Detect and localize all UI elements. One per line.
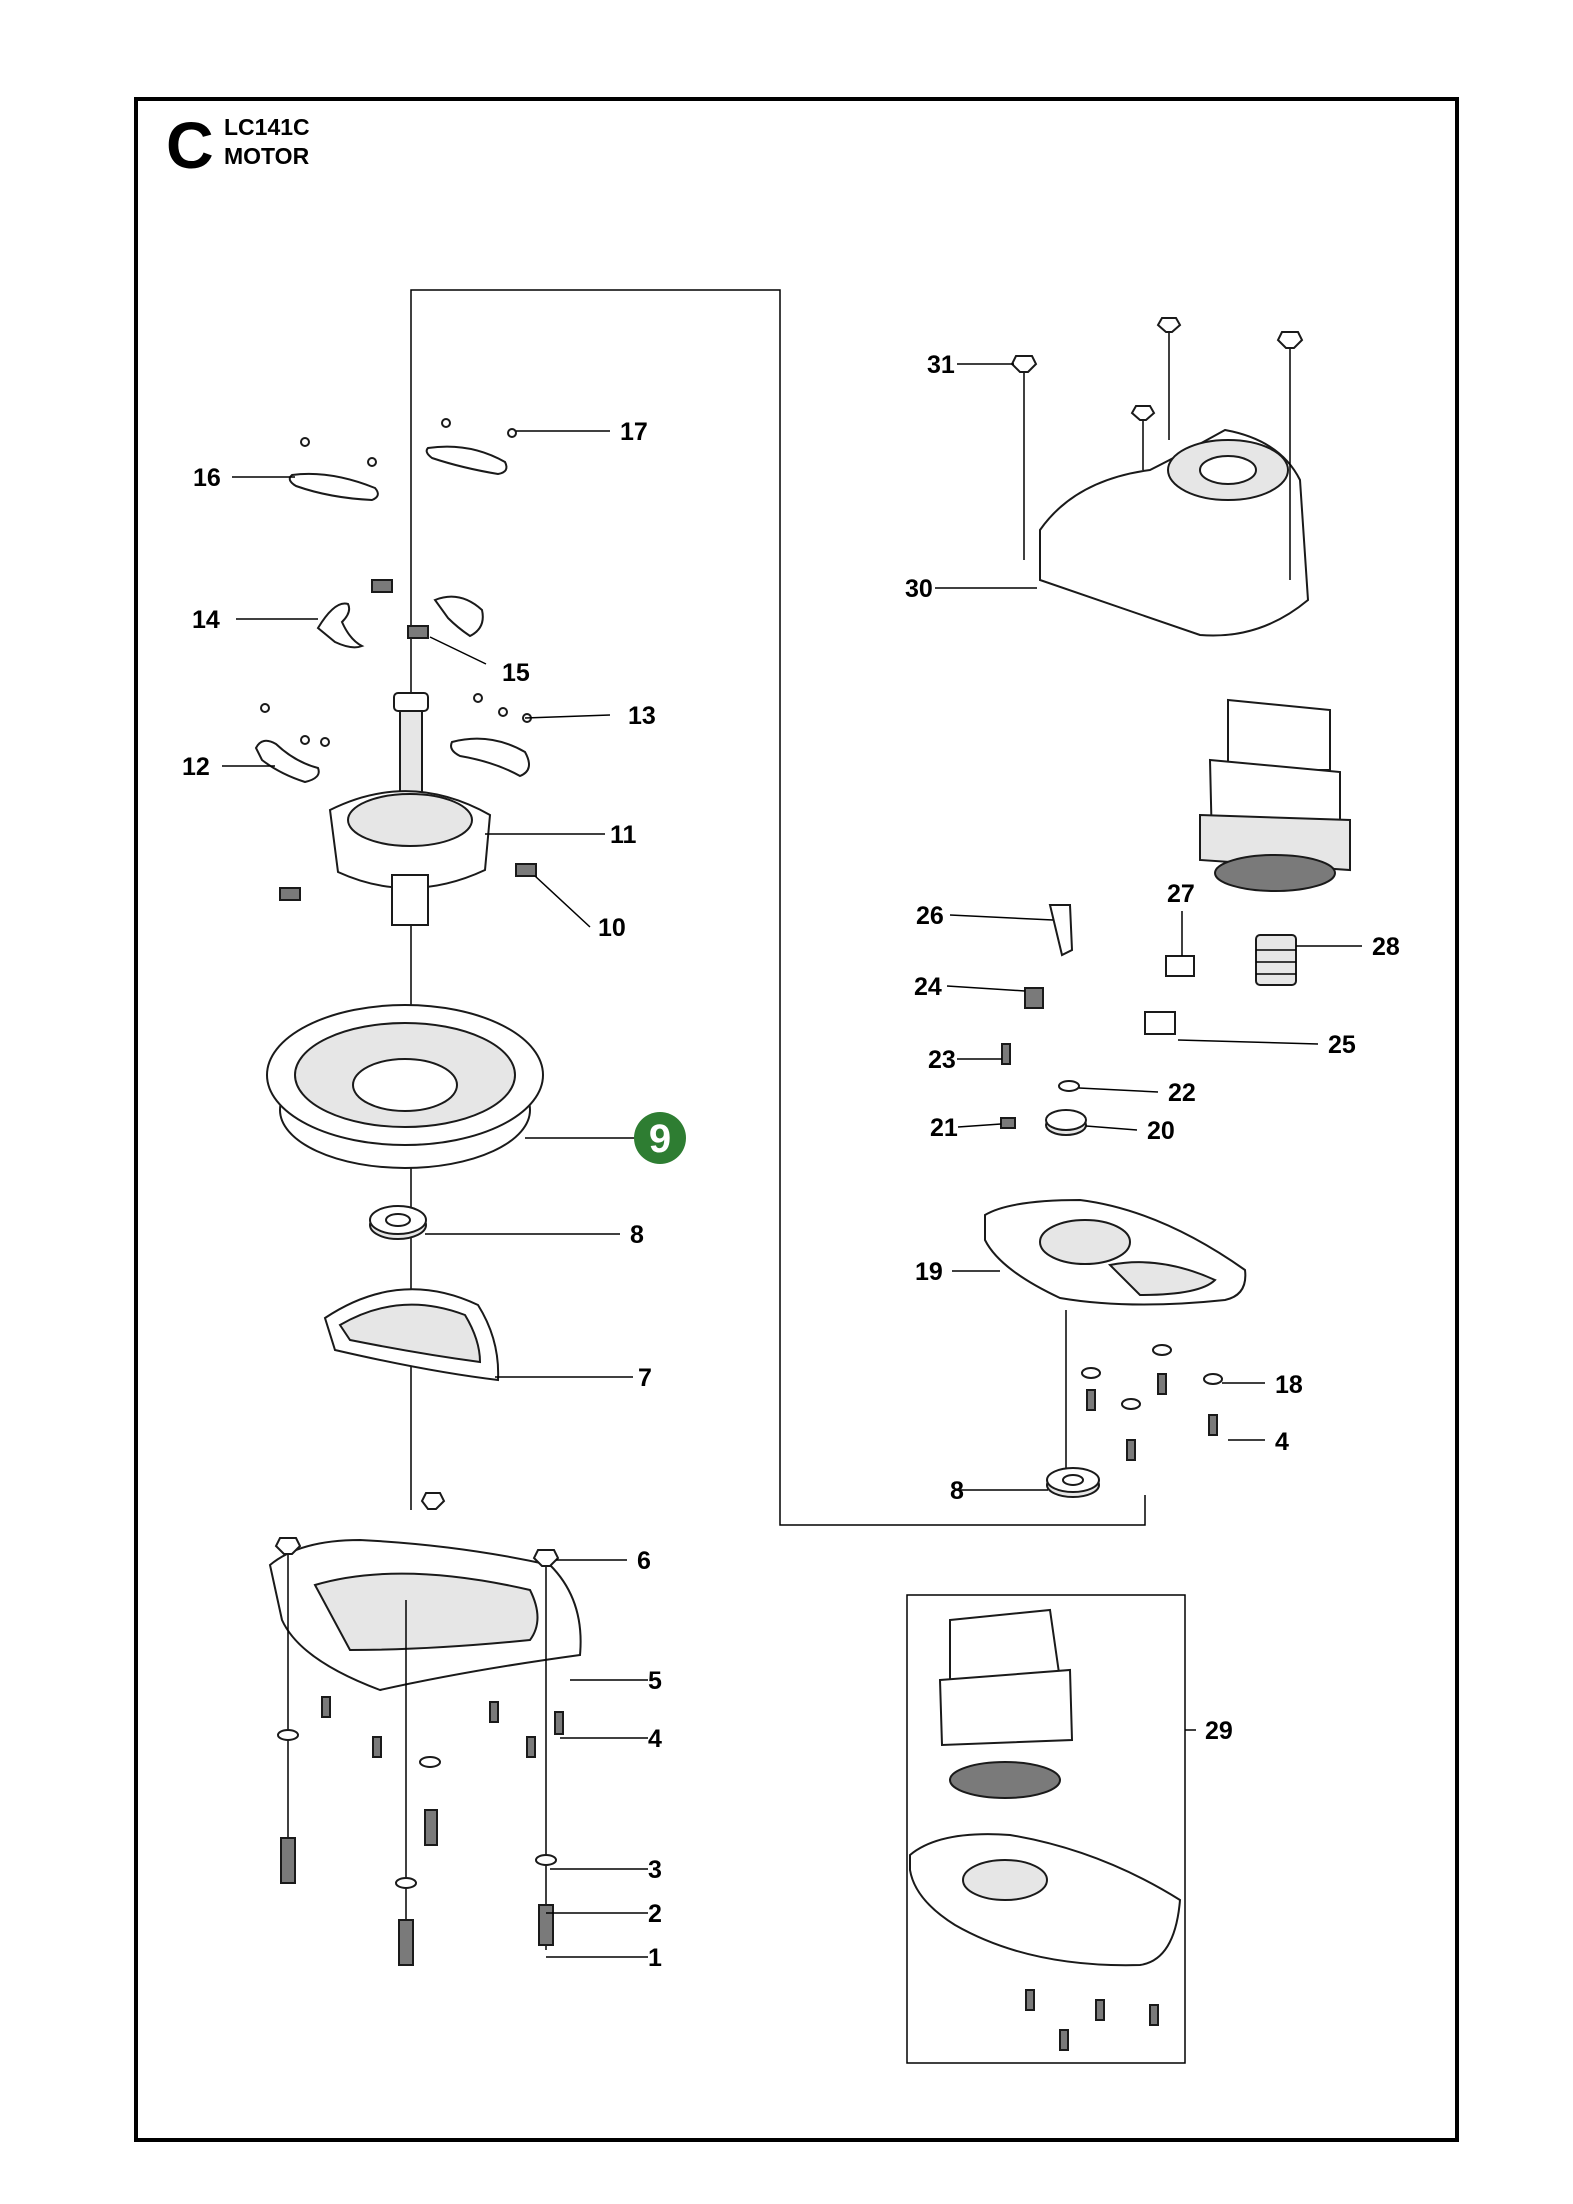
callout-5: 5 [648, 1667, 662, 1695]
callout-21: 21 [930, 1114, 958, 1142]
highlight-callout-9[interactable]: 9 [634, 1112, 686, 1164]
callout-31: 31 [927, 351, 955, 379]
callout-18: 18 [1275, 1371, 1303, 1399]
model-name: LC141C [224, 114, 310, 140]
part-14-bracket [316, 579, 484, 649]
callout-3: 3 [648, 1856, 662, 1884]
callout-12: 12 [182, 753, 210, 781]
callout-4-left: 4 [648, 1725, 662, 1753]
callout-9: 9 [649, 1117, 671, 1161]
callout-22: 22 [1168, 1079, 1196, 1107]
part-12-plate [254, 703, 330, 784]
part-5-housing [268, 1538, 582, 1692]
part-25-plug [1144, 1011, 1176, 1035]
callout-8-left: 8 [630, 1221, 644, 1249]
part-24-clip [1024, 987, 1044, 1009]
page-frame [134, 97, 1459, 2142]
callout-19: 19 [915, 1258, 943, 1286]
left-fasteners [274, 1492, 564, 1966]
section-letter: C [166, 108, 214, 182]
callout-27: 27 [1167, 880, 1195, 908]
part-10-connector [515, 863, 537, 877]
right-fasteners [1065, 1310, 1223, 1475]
callout-17: 17 [620, 418, 648, 446]
callout-16: 16 [193, 464, 221, 492]
motor-unit [1199, 698, 1351, 892]
callout-25: 25 [1328, 1031, 1356, 1059]
callout-14: 14 [192, 606, 220, 634]
callout-13: 13 [628, 702, 656, 730]
part-23-screw [1001, 1043, 1011, 1065]
callout-15: 15 [502, 659, 530, 687]
part-29-motor-assembly [909, 1608, 1182, 2051]
part-11-rotor [328, 692, 492, 926]
callout-8-right: 8 [950, 1477, 964, 1505]
callout-numbers: 1 2 3 4 4 5 6 7 8 8 10 11 12 13 14 15 16… [182, 351, 1400, 1972]
highlight-circle[interactable] [634, 1112, 686, 1164]
part-28-spring [1255, 934, 1297, 986]
group-name: MOTOR [224, 143, 310, 169]
part-13-plate [450, 693, 532, 778]
part-16-plate [288, 437, 379, 502]
part-8-bearing-right [1046, 1467, 1100, 1498]
callout-1: 1 [648, 1944, 662, 1972]
callout-20: 20 [1147, 1117, 1175, 1145]
callout-23: 23 [928, 1046, 956, 1074]
part-26-bracket [1048, 904, 1074, 957]
part-27-terminal [1165, 955, 1195, 977]
part-9-pulley [266, 1004, 544, 1169]
part-17-plate [425, 418, 517, 476]
callout-11: 11 [610, 821, 637, 849]
part-21-clip [1000, 1117, 1016, 1129]
part-20-washer [1045, 1109, 1087, 1136]
part-22-ring [1058, 1080, 1080, 1092]
callout-10: 10 [598, 914, 626, 942]
callout-30: 30 [905, 575, 933, 603]
callout-29: 29 [1205, 1717, 1233, 1745]
callout-28: 28 [1372, 933, 1400, 961]
part-8-bearing-left [369, 1205, 427, 1240]
callout-24: 24 [914, 973, 942, 1001]
leader-lines [222, 363, 1362, 1958]
callout-7: 7 [638, 1364, 652, 1392]
callout-4-right: 4 [1275, 1428, 1289, 1456]
callout-2: 2 [648, 1900, 662, 1928]
part-7-belt [323, 1288, 500, 1382]
callout-6: 6 [637, 1547, 651, 1575]
callout-26: 26 [916, 902, 944, 930]
part-10-connector-2 [279, 887, 301, 901]
part-30-cover [1010, 317, 1310, 637]
subassembly-box-29 [906, 1594, 1186, 2064]
assembly-bracket [410, 289, 1146, 1526]
part-19-gearbox [984, 1198, 1247, 1306]
